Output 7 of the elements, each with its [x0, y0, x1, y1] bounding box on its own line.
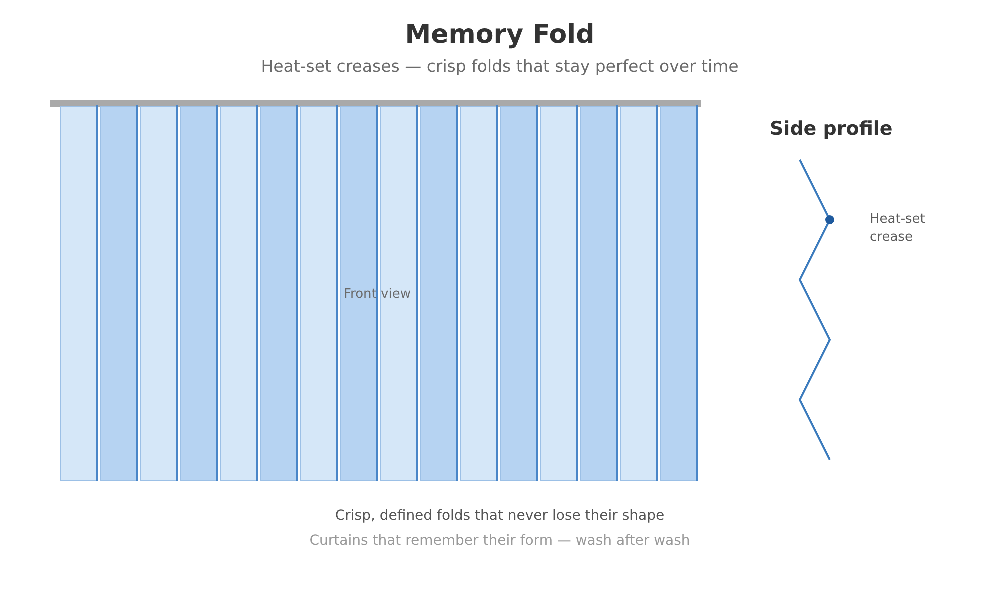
annotation-label: Heat-set crease [870, 211, 926, 247]
subtitle: Heat-set creases — crisp folds that stay perfect over time [261, 56, 739, 78]
footnote: Curtains that remember their form — wash after wash [310, 532, 690, 551]
section-heading: Side profile [770, 117, 893, 142]
view-label: Front view [344, 286, 411, 304]
tagline: Crisp, defined folds that never lose their shape [335, 507, 665, 526]
diagram-title: Memory Fold [405, 19, 595, 52]
